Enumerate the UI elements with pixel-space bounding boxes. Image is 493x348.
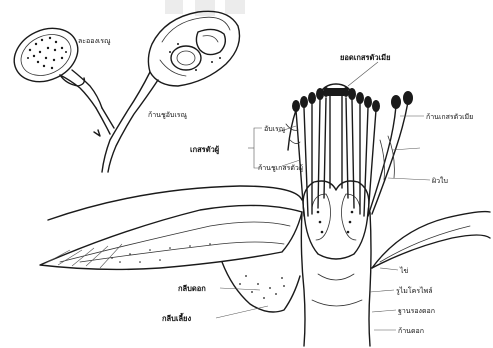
label-receptacle: ฐานรองดอก [398,307,435,315]
anther-small [6,18,102,108]
label-sepal: กลีบเลี้ยง [162,312,191,323]
label-pedicel: ก้านดอก [398,327,424,335]
label-anther: อับเรณู [264,125,286,133]
label-stigma: ยอดเกสรตัวเมีย [340,53,390,62]
label-epidermis: ผิวใบ [432,176,448,185]
watermark [165,0,245,16]
label-pollen: ละอองเรณู [78,37,111,45]
label-micropyle: รูไมโครไพล์ [396,286,433,295]
label-filament: ก้านชูเกสรตัวผู้ [258,164,303,172]
label-filament-stalk: ก้านชูอับเรณู [148,111,188,119]
labels: ละอองเรณู ก้านชูอับเรณู เกสรตัวผู้ อับเร… [78,37,473,335]
label-petal: กลีบดอก [178,284,206,293]
label-stamen: เกสรตัวผู้ [190,145,219,155]
label-ovule: ไข่ [399,266,409,275]
label-style: ก้านเกสรตัวเมีย [426,113,473,121]
